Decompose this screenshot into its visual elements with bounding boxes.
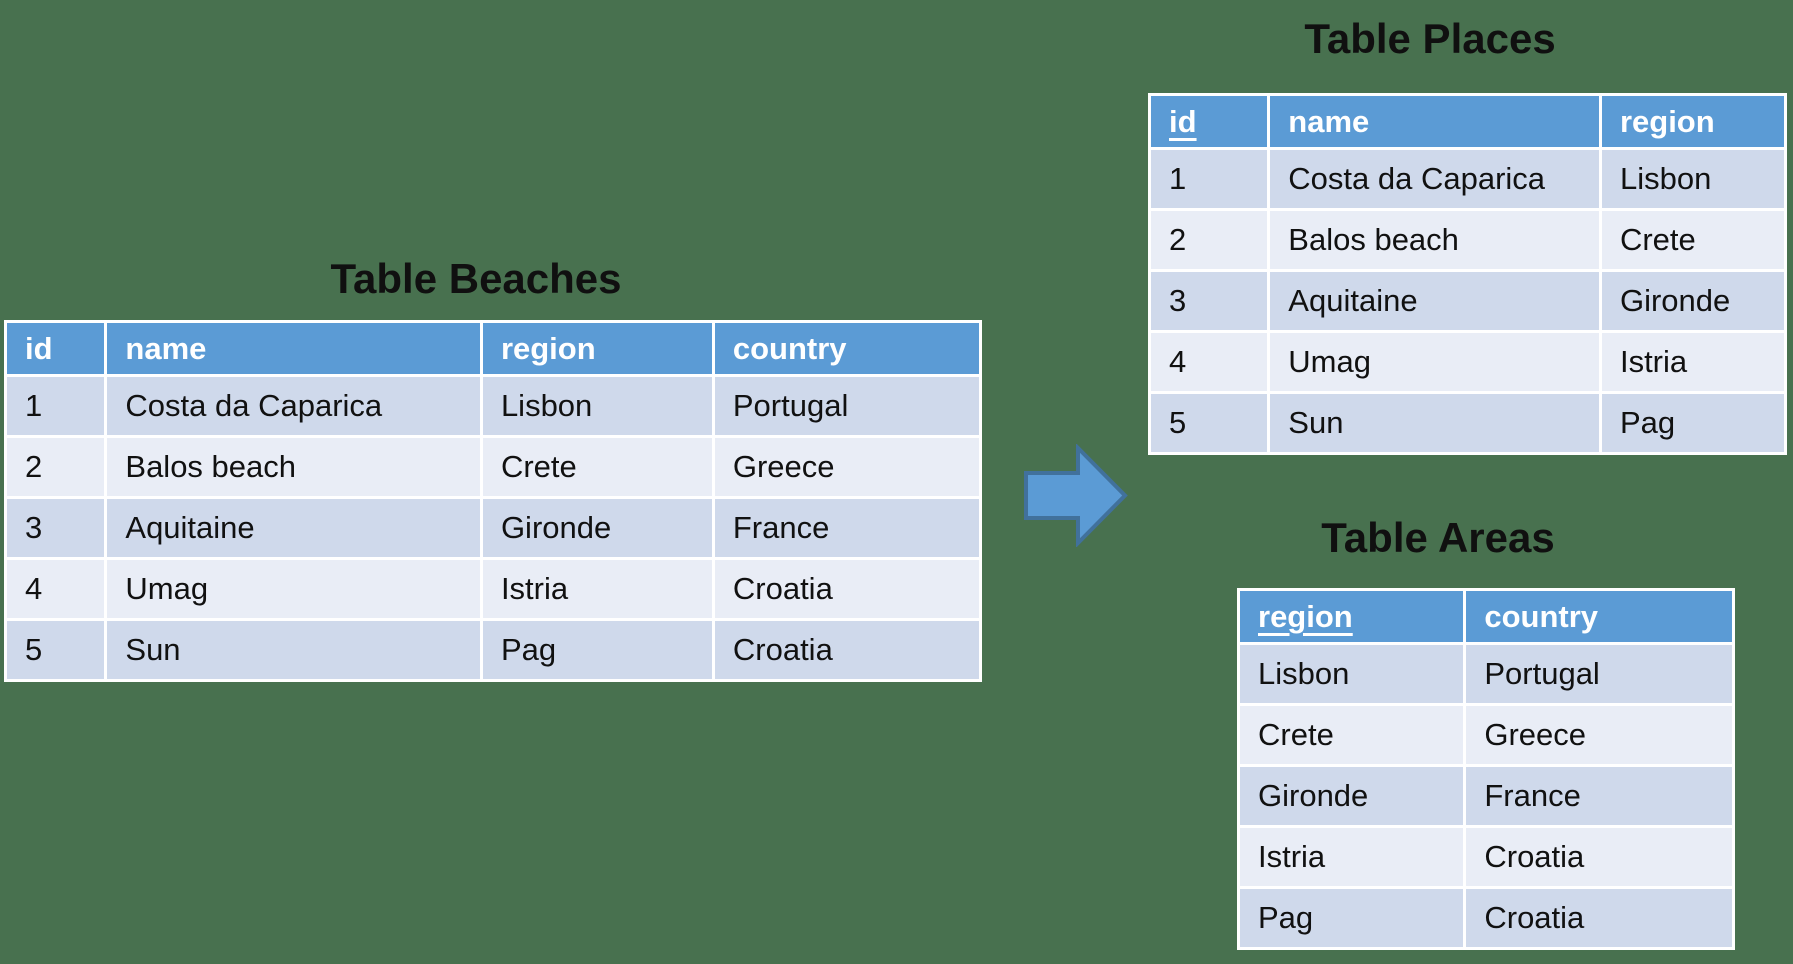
areas-header-country-label: country	[1484, 598, 1599, 634]
places-header-id-primary-key: id	[1151, 96, 1268, 147]
table-cell: 5	[7, 621, 105, 679]
table-row: Lisbon Portugal	[1240, 645, 1732, 703]
places-table-title: Table Places	[1304, 15, 1556, 62]
table-row: 5 Sun Pag	[1151, 394, 1784, 452]
table-cell: Greece	[1466, 706, 1732, 764]
table-row: Pag Croatia	[1240, 889, 1732, 947]
table-cell: Portugal	[1466, 645, 1732, 703]
table-cell: Portugal	[714, 377, 979, 435]
table-cell: 3	[7, 499, 105, 557]
table-cell: Aquitaine	[107, 499, 480, 557]
table-cell: Aquitaine	[1270, 272, 1599, 330]
table-row: 4 Umag Istria Croatia	[7, 560, 979, 618]
table-cell: Costa da Caparica	[107, 377, 480, 435]
table-row: 1 Costa da Caparica Lisbon Portugal	[7, 377, 979, 435]
places-header-id-label: id	[1169, 103, 1197, 139]
table-cell: 3	[1151, 272, 1268, 330]
table-cell: Crete	[1601, 211, 1784, 269]
table-cell: Istria	[482, 560, 712, 618]
table-cell: France	[714, 499, 979, 557]
table-cell: Gironde	[1240, 767, 1464, 825]
beaches-table: id name region country 1 Costa da Capari…	[4, 320, 982, 682]
table-cell: Gironde	[1601, 272, 1784, 330]
places-header-region-label: region	[1619, 103, 1715, 139]
table-cell: Umag	[1270, 333, 1599, 391]
places-header-row: id name region	[1151, 96, 1784, 147]
table-cell: 1	[1151, 150, 1268, 208]
table-cell: Pag	[1601, 394, 1784, 452]
table-cell: Lisbon	[482, 377, 712, 435]
right-arrow-icon	[1024, 444, 1128, 547]
table-cell: 4	[7, 560, 105, 618]
table-cell: 1	[7, 377, 105, 435]
table-row: 3 Aquitaine Gironde	[1151, 272, 1784, 330]
places-header-name-label: name	[1288, 103, 1370, 139]
table-row: Gironde France	[1240, 767, 1732, 825]
table-cell: Croatia	[1466, 828, 1732, 886]
table-cell: 4	[1151, 333, 1268, 391]
beaches-header-id-label: id	[25, 330, 53, 366]
table-cell: 2	[7, 438, 105, 496]
table-cell: Pag	[1240, 889, 1464, 947]
table-cell: Croatia	[714, 621, 979, 679]
table-cell: Greece	[714, 438, 979, 496]
beaches-header-country-label: country	[732, 330, 847, 366]
table-cell: Costa da Caparica	[1270, 150, 1599, 208]
table-cell: 2	[1151, 211, 1268, 269]
places-header-name: name	[1270, 96, 1599, 147]
areas-header-country: country	[1466, 591, 1732, 642]
table-cell: Croatia	[1466, 889, 1732, 947]
places-header-region: region	[1601, 96, 1784, 147]
table-cell: Croatia	[714, 560, 979, 618]
beaches-header-region-label: region	[500, 330, 596, 366]
table-cell: 5	[1151, 394, 1268, 452]
table-row: 5 Sun Pag Croatia	[7, 621, 979, 679]
table-cell: Pag	[482, 621, 712, 679]
table-cell: Lisbon	[1601, 150, 1784, 208]
table-cell: Gironde	[482, 499, 712, 557]
areas-table-title: Table Areas	[1321, 514, 1555, 561]
areas-header-region-label: region	[1258, 598, 1353, 634]
table-row: 3 Aquitaine Gironde France	[7, 499, 979, 557]
beaches-header-name: name	[107, 323, 480, 374]
table-cell: France	[1466, 767, 1732, 825]
table-cell: Sun	[107, 621, 480, 679]
table-row: Istria Croatia	[1240, 828, 1732, 886]
table-row: 4 Umag Istria	[1151, 333, 1784, 391]
beaches-header-row: id name region country	[7, 323, 979, 374]
table-cell: Istria	[1601, 333, 1784, 391]
table-cell: Lisbon	[1240, 645, 1464, 703]
table-row: 2 Balos beach Crete	[1151, 211, 1784, 269]
beaches-table-title: Table Beaches	[330, 255, 622, 302]
beaches-header-country: country	[714, 323, 979, 374]
table-row: 2 Balos beach Crete Greece	[7, 438, 979, 496]
table-cell: Crete	[482, 438, 712, 496]
beaches-header-id: id	[7, 323, 105, 374]
table-cell: Balos beach	[107, 438, 480, 496]
table-cell: Sun	[1270, 394, 1599, 452]
table-cell: Umag	[107, 560, 480, 618]
table-cell: Balos beach	[1270, 211, 1599, 269]
table-cell: Istria	[1240, 828, 1464, 886]
table-row: 1 Costa da Caparica Lisbon	[1151, 150, 1784, 208]
areas-header-row: region country	[1240, 591, 1732, 642]
table-row: Crete Greece	[1240, 706, 1732, 764]
places-table: id name region 1 Costa da Caparica Lisbo…	[1148, 93, 1787, 455]
areas-header-region-primary-key: region	[1240, 591, 1464, 642]
beaches-header-region: region	[482, 323, 712, 374]
table-cell: Crete	[1240, 706, 1464, 764]
areas-table: region country Lisbon Portugal Crete Gre…	[1237, 588, 1735, 950]
beaches-header-name-label: name	[125, 330, 207, 366]
